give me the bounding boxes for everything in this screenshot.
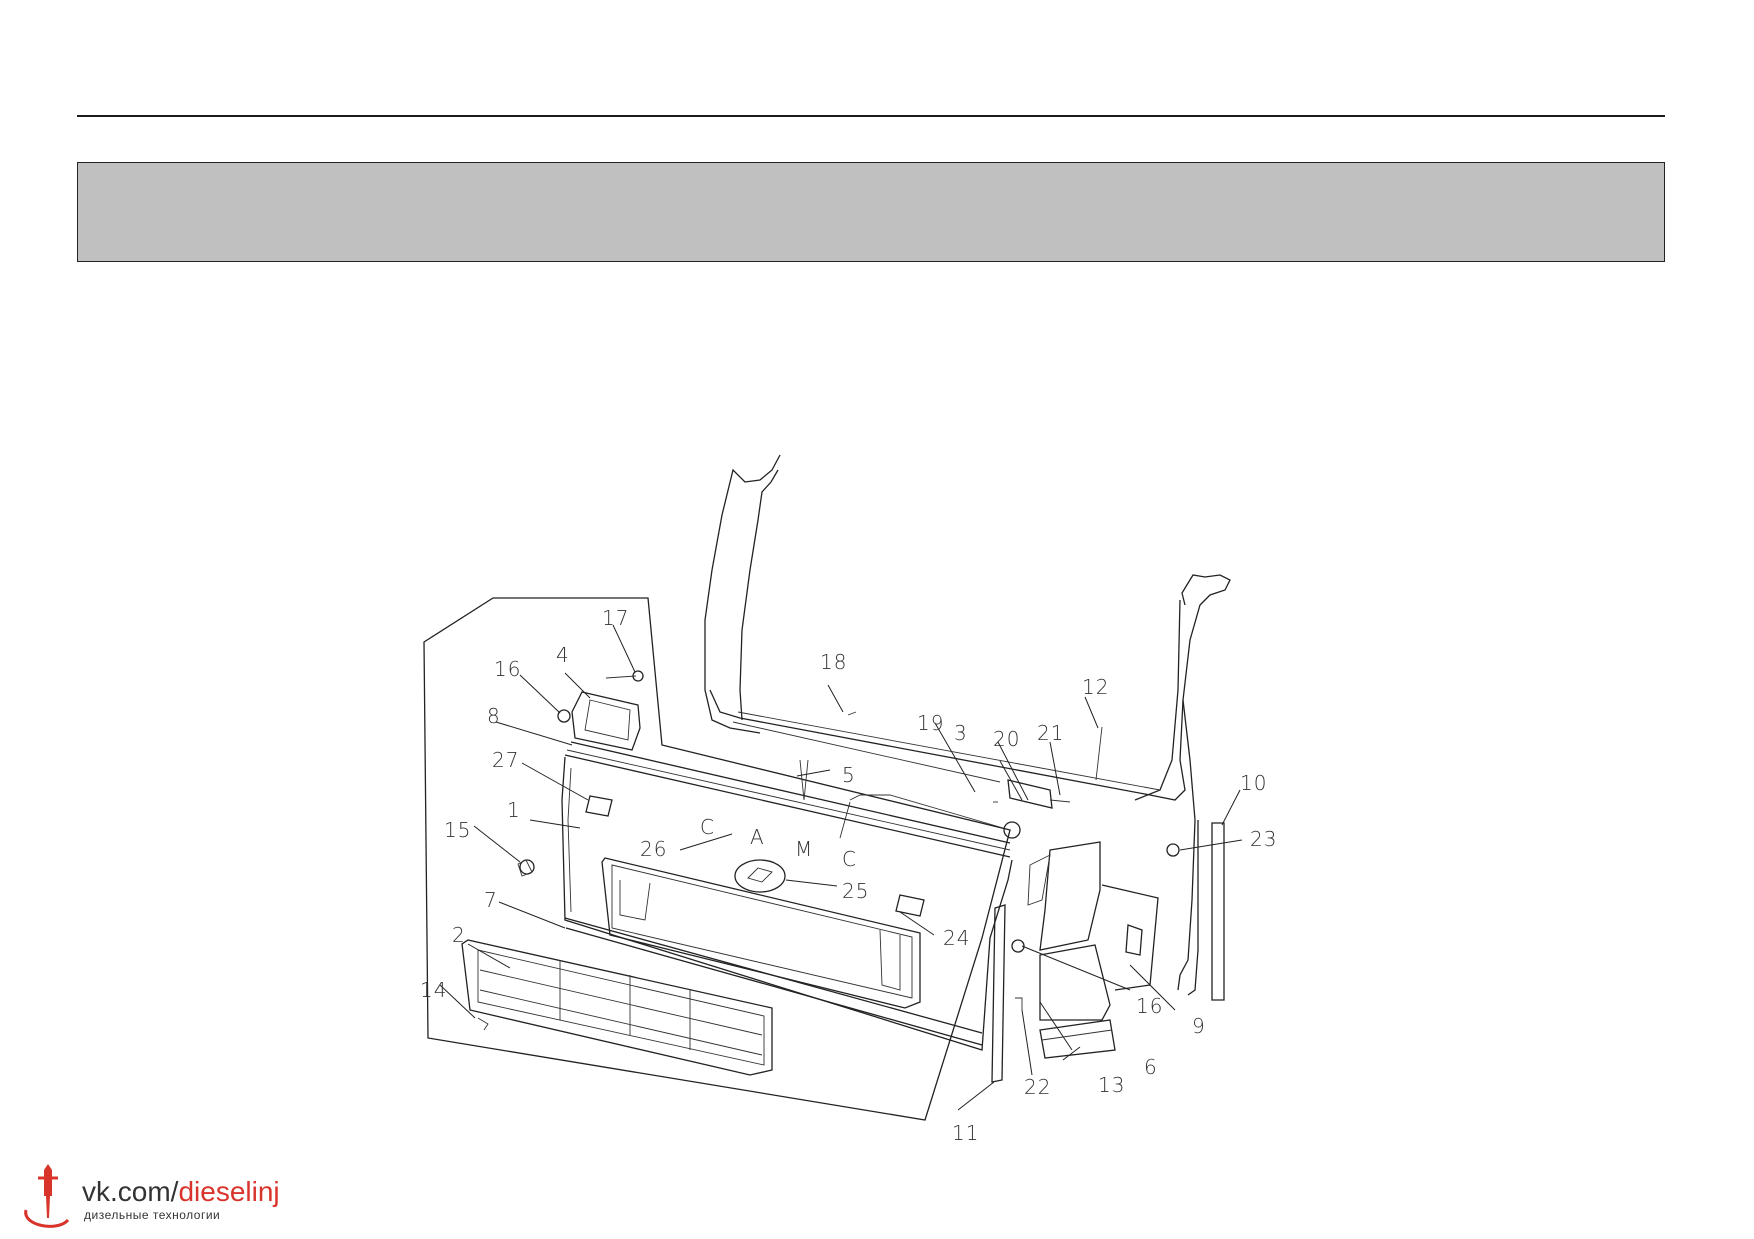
injector-icon: [44, 1164, 52, 1196]
callout-11: 11: [952, 1121, 979, 1145]
callout-4: 4: [556, 643, 570, 667]
callout-10: 10: [1240, 771, 1267, 795]
cab-frame: [704, 454, 1231, 996]
callout-13: 13: [1098, 1073, 1125, 1097]
callout-23: 23: [1250, 827, 1277, 851]
callout-2: 2: [452, 923, 466, 947]
callout-5: 5: [842, 763, 856, 787]
callout-15: 15: [444, 818, 471, 842]
callout-17: 17: [602, 606, 629, 630]
callout-labels: 1 2 3 4 5 6 7 8 9 10 11 12 13 14 15 16 1…: [420, 606, 1277, 1145]
callout-16b: 16: [1136, 994, 1163, 1018]
dieselinj-logo: [24, 1164, 70, 1228]
watermark-accent: dieselinj: [178, 1176, 280, 1207]
logo-letter: A: [750, 825, 765, 849]
callout-27: 27: [492, 748, 519, 772]
callout-9: 9: [1192, 1014, 1206, 1038]
callout-19: 19: [917, 711, 944, 735]
front-panel: [561, 756, 1013, 1051]
watermark-prefix: vk.com/: [82, 1176, 179, 1207]
callout-26: 26: [640, 837, 667, 861]
top-rule: [77, 115, 1665, 117]
callout-8: 8: [487, 704, 501, 728]
grille: [461, 939, 773, 1076]
logo-letters: C A M C: [700, 815, 857, 871]
callout-25: 25: [842, 879, 869, 903]
logo-letter: C: [700, 815, 715, 839]
right-side-parts: [991, 822, 1225, 1083]
callout-14: 14: [420, 978, 447, 1002]
logo-letter: C: [842, 847, 857, 871]
header-band: [77, 162, 1665, 262]
callout-16a: 16: [494, 657, 521, 681]
callout-6: 6: [1144, 1055, 1158, 1079]
leader-lines: [439, 624, 1243, 1111]
callout-18: 18: [820, 650, 847, 674]
watermark-url[interactable]: vk.com/dieselinj: [82, 1178, 280, 1206]
small-parts: [477, 670, 1180, 1031]
callout-22: 22: [1024, 1075, 1051, 1099]
logo-letter: M: [795, 837, 813, 861]
watermark-subtitle: дизельные технологии: [84, 1208, 221, 1222]
callout-21: 21: [1037, 721, 1064, 745]
callout-24: 24: [943, 926, 970, 950]
callout-1: 1: [507, 798, 521, 822]
callout-12: 12: [1082, 675, 1109, 699]
callout-20: 20: [993, 727, 1020, 751]
callout-3: 3: [954, 721, 968, 745]
visor-strip: [564, 741, 1011, 858]
callout-7: 7: [484, 888, 498, 912]
